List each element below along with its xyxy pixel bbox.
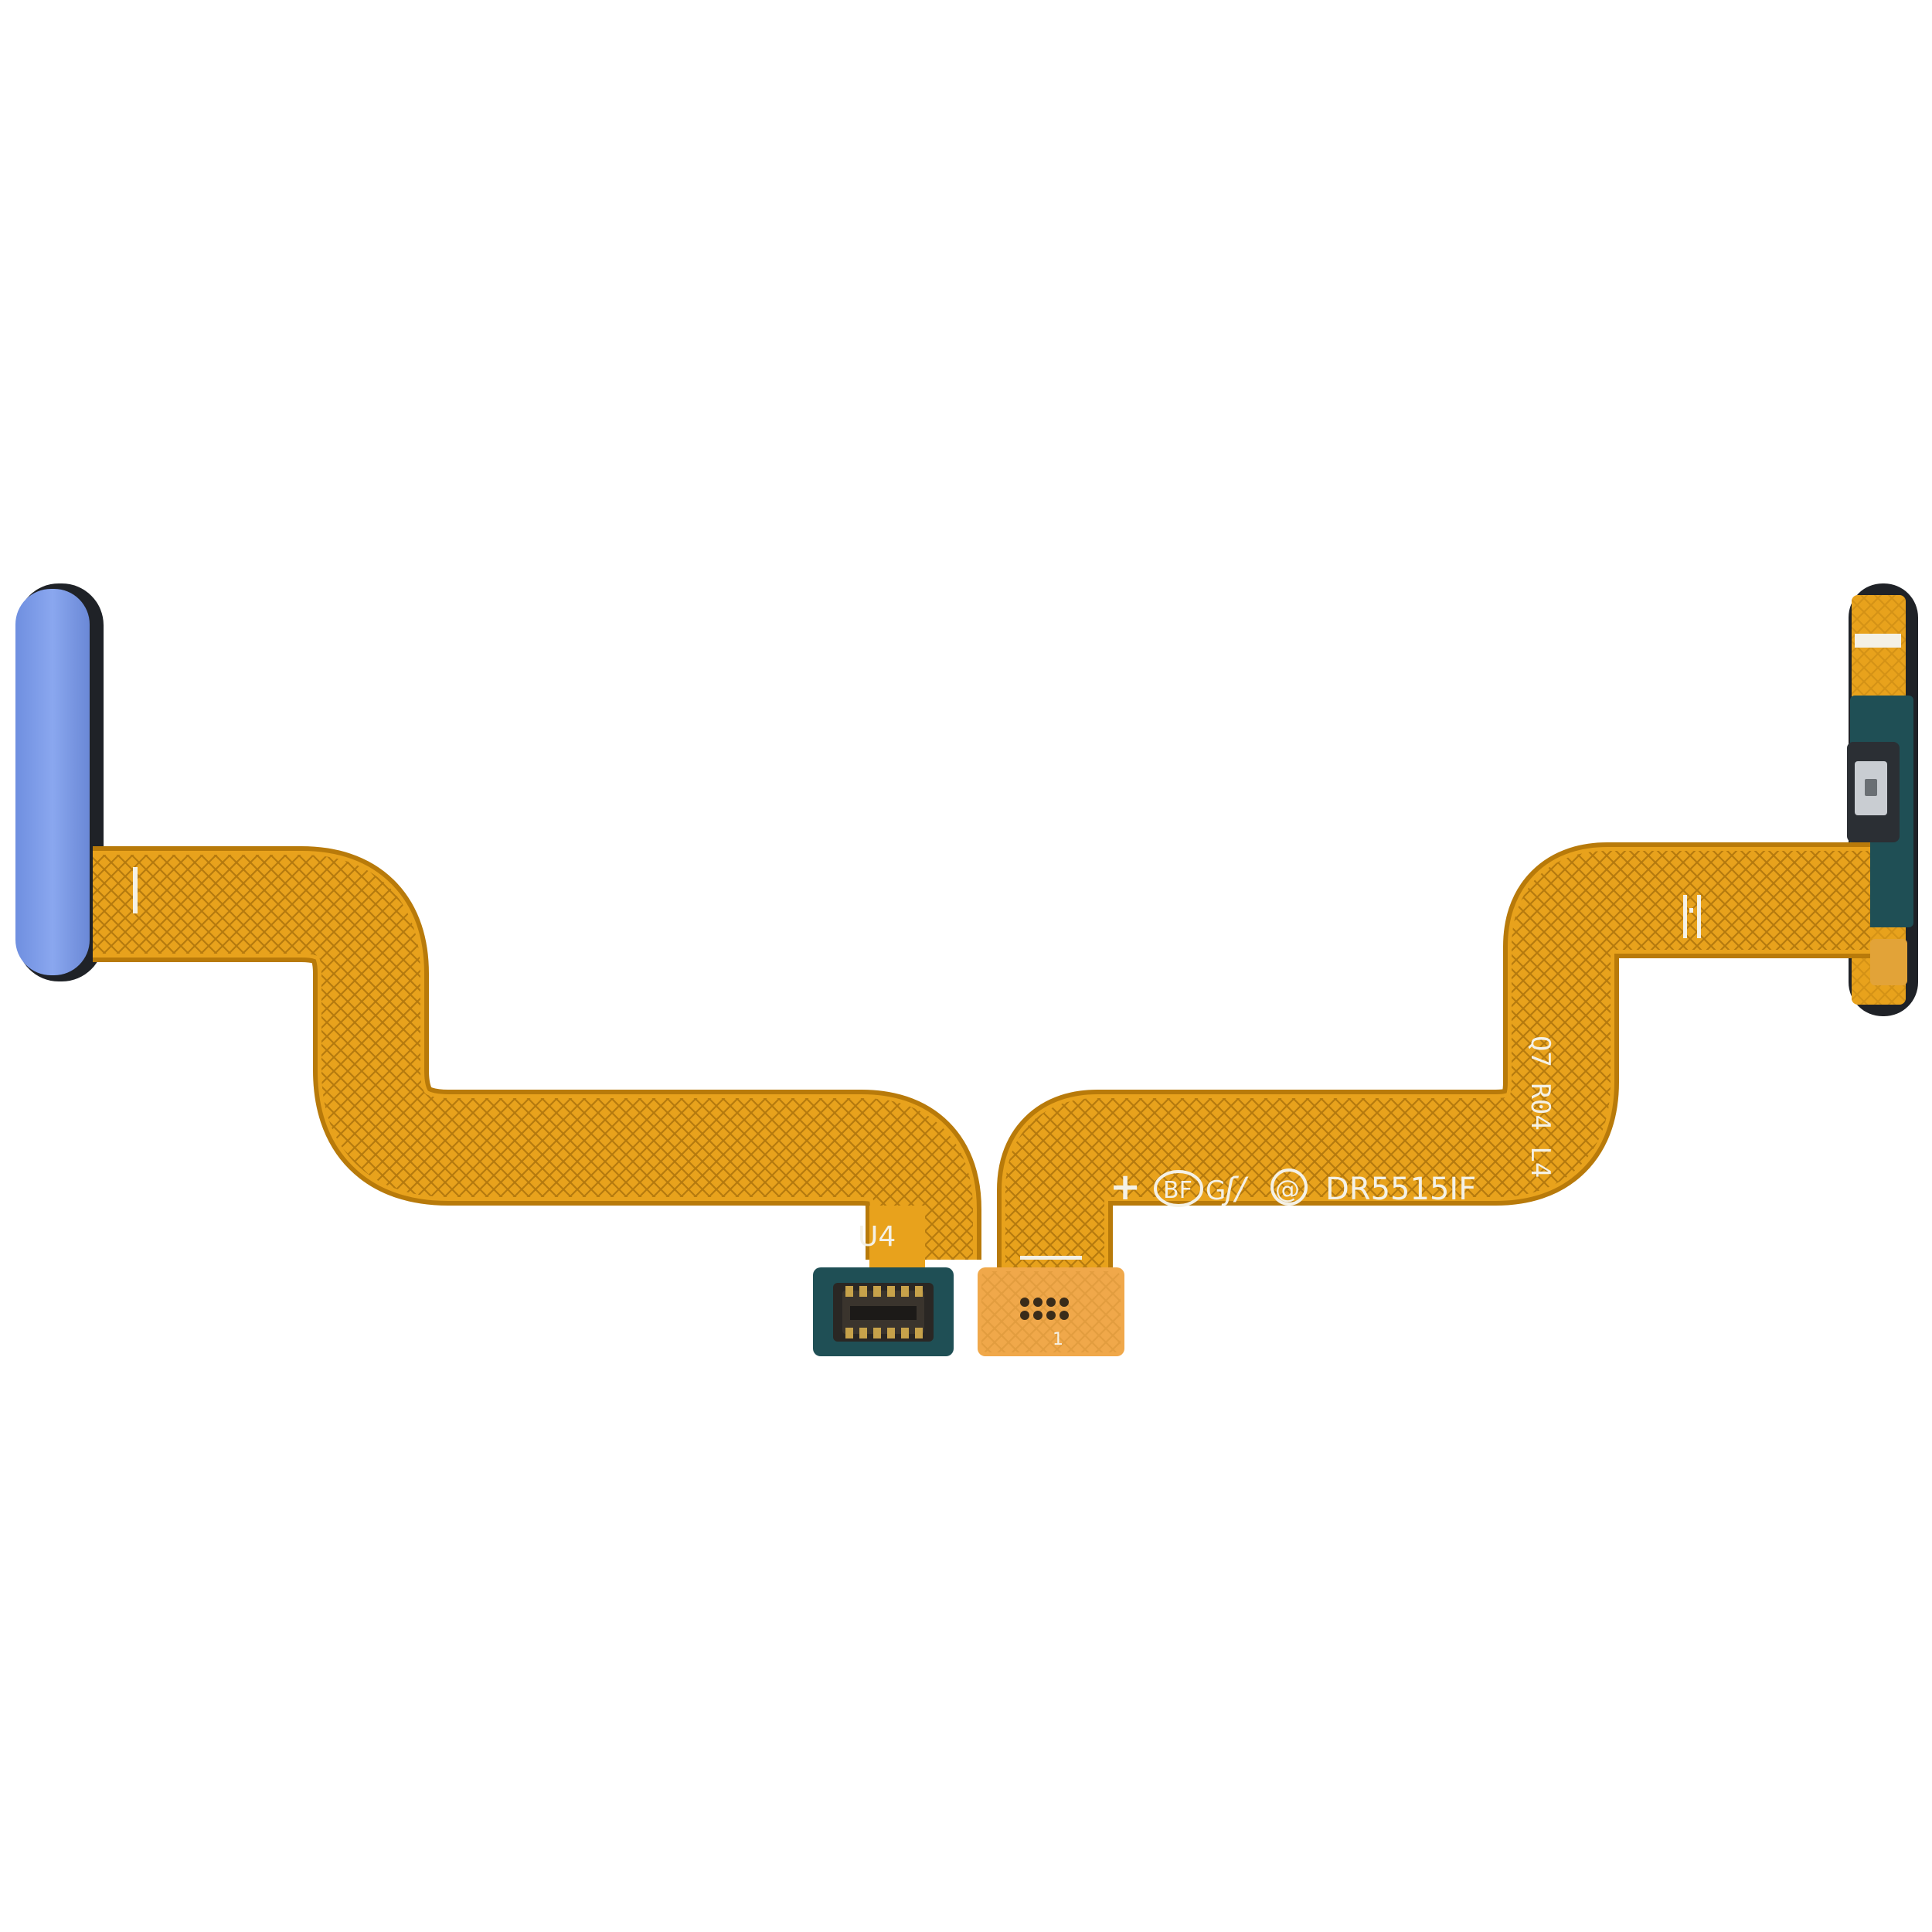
right-part-marking: DR5515IF	[1325, 1172, 1476, 1207]
right-bf-marking: BF	[1163, 1177, 1192, 1204]
right-g-marking: G	[1206, 1175, 1226, 1206]
right-pad-pin-marking: 1	[1053, 1330, 1063, 1349]
right-flex-ribbon	[997, 842, 1870, 1267]
left-connector-label: U4	[858, 1221, 896, 1253]
right-plus-marking: +	[1110, 1165, 1141, 1209]
right-flex-cable: Q7 R04 L4 + BF G ʃ/ @ DR5515IF 1	[978, 583, 1918, 1356]
right-at-marking: @	[1275, 1175, 1300, 1204]
left-flex-cable: U4	[15, 583, 981, 1356]
left-connector-board	[813, 1267, 954, 1356]
right-contact-pad: 1	[978, 1256, 1124, 1356]
left-button-cap	[15, 589, 90, 975]
right-logo-marking: ʃ/	[1221, 1172, 1249, 1207]
right-rev-marking: Q7 R04 L4	[1525, 1036, 1556, 1178]
